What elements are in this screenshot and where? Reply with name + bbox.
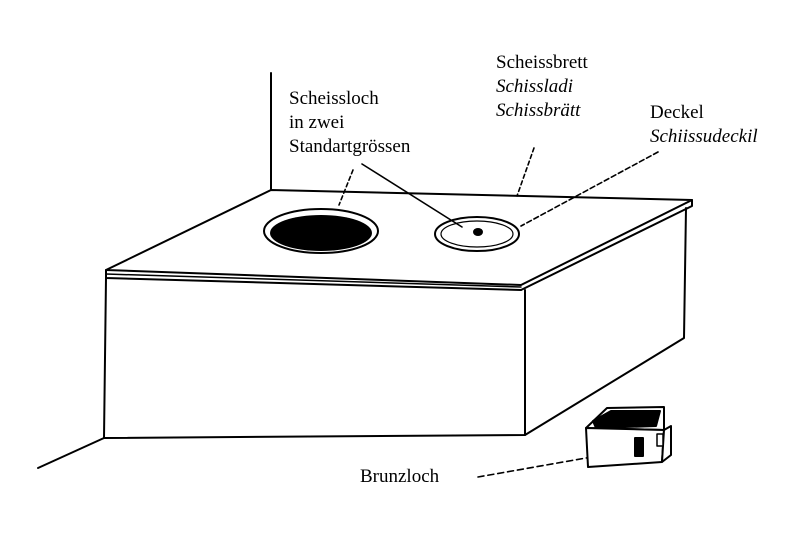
label-scheissbrett: Scheissbrett Schissladi Schissbrätt	[496, 51, 588, 123]
leader-brunzloch	[477, 454, 604, 478]
leader-scheissloch	[338, 169, 354, 206]
leader-scheissbrett	[516, 147, 535, 197]
floor-line	[37, 437, 105, 469]
board-rim-side	[520, 199, 693, 291]
box-side	[524, 207, 687, 436]
leader-standartgroessen	[361, 163, 463, 228]
label-scheissloch-line-2: in zwei	[289, 112, 345, 133]
label-scheissloch: Scheissloch in zwei Standartgrössen	[289, 87, 410, 159]
lid-knob	[473, 228, 483, 236]
label-scheissloch-line-3: Standartgrössen	[289, 136, 411, 157]
label-brunzloch: Brunzloch	[360, 465, 439, 489]
brunzloch-box	[585, 406, 672, 468]
label-scheissbrett-dialect-1: Schissladi	[496, 76, 574, 97]
label-scheissloch-line-1: Scheissloch	[289, 88, 379, 109]
box-front	[103, 277, 526, 439]
label-deckel-name: Deckel	[650, 102, 704, 123]
box-top	[105, 189, 693, 286]
label-deckel-dialect: Schiissudeckil	[650, 126, 758, 147]
label-scheissbrett-name: Scheissbrett	[496, 52, 588, 73]
label-scheissbrett-dialect-2: Schissbrätt	[496, 100, 581, 121]
label-brunzloch-name: Brunzloch	[360, 466, 440, 487]
leader-deckel	[520, 151, 659, 227]
label-deckel: Deckel Schiissudeckil	[650, 101, 758, 149]
